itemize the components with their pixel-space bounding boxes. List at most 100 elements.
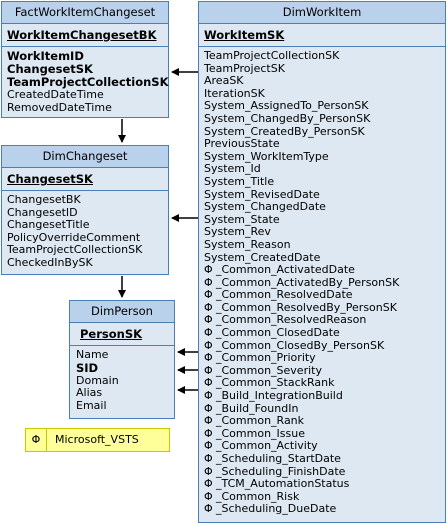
field-name: System_Rev bbox=[204, 225, 271, 239]
field-row: System_Reason bbox=[204, 237, 440, 252]
field-name: _Scheduling_StartDate bbox=[216, 452, 341, 465]
field-name: TeamProjectCollectionSK bbox=[7, 75, 169, 89]
field-row: Φ_Common_StackRank bbox=[204, 377, 440, 390]
field-name: _Common_ClosedBy_PersonSK bbox=[216, 338, 385, 352]
primary-key: PersonSK bbox=[70, 323, 174, 346]
primary-key: ChangesetSK bbox=[2, 168, 168, 191]
field-name: _Common_ResolvedDate bbox=[216, 288, 353, 302]
field-row: Φ_Common_Activity bbox=[204, 440, 440, 453]
field-row: Φ_Common_ResolvedReason bbox=[204, 314, 440, 327]
field-name: System_CreatedBy_PersonSK bbox=[204, 124, 365, 138]
field-row: Φ_Scheduling_DueDate bbox=[204, 503, 440, 516]
field-row: System_ChangedBy_PersonSK bbox=[204, 111, 440, 126]
field-row: ChangesetID bbox=[7, 205, 163, 220]
field-name: Domain bbox=[76, 373, 119, 387]
field-row: IterationSK bbox=[204, 86, 440, 101]
phi-symbol-icon: Φ bbox=[204, 426, 213, 440]
field-name: System_State bbox=[204, 212, 280, 226]
field-row: System_WorkItemType bbox=[204, 149, 440, 164]
field-name: System_WorkItemType bbox=[204, 149, 329, 163]
field-row: System_RevisedDate bbox=[204, 187, 440, 202]
field-name: ChangesetSK bbox=[7, 62, 93, 76]
phi-symbol-icon: Φ bbox=[204, 263, 213, 277]
field-row: WorkItemID bbox=[7, 50, 163, 63]
field-row: TeamProjectSK bbox=[204, 62, 440, 76]
field-row: TeamProjectCollectionSK bbox=[7, 244, 163, 257]
field-row: RemovedDateTime bbox=[7, 101, 163, 115]
phi-symbol-icon: Φ bbox=[204, 275, 213, 289]
field-name: _Common_ClosedDate bbox=[216, 326, 340, 340]
phi-symbol-icon: Φ bbox=[204, 326, 213, 340]
field-row: Φ_Common_ActivatedDate bbox=[204, 263, 440, 277]
table-title: DimChangeset bbox=[2, 146, 168, 168]
field-row: Φ_Common_Priority bbox=[204, 351, 440, 365]
field-name: System_Reason bbox=[204, 237, 291, 251]
phi-symbol-icon: Φ bbox=[204, 502, 213, 516]
field-row: AreaSK bbox=[204, 74, 440, 88]
field-name: System_RevisedDate bbox=[204, 187, 320, 201]
field-name: _Scheduling_FinishDate bbox=[216, 464, 346, 478]
field-name: _Common_ResolvedBy_PersonSK bbox=[216, 300, 397, 314]
field-name: CreatedDateTime bbox=[7, 88, 104, 101]
field-row: Alias bbox=[76, 386, 169, 400]
field-row: Φ_Common_ClosedDate bbox=[204, 326, 440, 340]
field-name: _Common_Activity bbox=[216, 439, 318, 453]
field-name: TeamProjectCollectionSK bbox=[204, 49, 340, 62]
phi-symbol-icon: Φ bbox=[204, 464, 213, 478]
field-name: Name bbox=[76, 348, 109, 361]
phi-symbol-icon: Φ bbox=[204, 477, 213, 491]
phi-symbol-icon: Φ bbox=[204, 439, 213, 453]
field-name: Email bbox=[76, 398, 107, 412]
legend-label: Microsoft_VSTS bbox=[55, 433, 139, 446]
phi-symbol-icon: Φ bbox=[204, 300, 213, 314]
phi-symbol-icon: Φ bbox=[204, 452, 213, 465]
field-name: ChangesetID bbox=[7, 205, 78, 219]
primary-key: WorkItemSK bbox=[199, 24, 445, 47]
field-row: Φ_Common_Issue bbox=[204, 426, 440, 441]
field-row: System_CreatedBy_PersonSK bbox=[204, 124, 440, 139]
phi-symbol-icon: Φ bbox=[204, 313, 213, 327]
field-name: IterationSK bbox=[204, 86, 265, 100]
field-name: System_CreatedDate bbox=[204, 250, 321, 264]
field-row: CheckedInBySK bbox=[7, 256, 163, 270]
field-name: _Common_StackRank bbox=[216, 376, 335, 390]
field-name: ChangesetTitle bbox=[7, 218, 90, 232]
phi-symbol-icon: Φ bbox=[204, 376, 213, 390]
field-row: Φ_Common_Severity bbox=[204, 364, 440, 378]
field-row: ChangesetSK bbox=[7, 63, 163, 76]
field-name: System_Title bbox=[204, 174, 275, 188]
table-dimworkitem: DimWorkItem WorkItemSK TeamProjectCollec… bbox=[198, 1, 446, 523]
phi-symbol-icon: Φ bbox=[204, 414, 213, 428]
phi-symbol-icon: Φ bbox=[204, 389, 213, 403]
field-name: _Common_Rank bbox=[216, 414, 305, 428]
phi-symbol-icon: Φ bbox=[204, 288, 213, 302]
field-name: _Common_ResolvedReason bbox=[216, 313, 367, 327]
field-row: Name bbox=[76, 348, 169, 362]
field-name: PreviousState bbox=[204, 137, 280, 151]
field-row: System_AssignedTo_PersonSK bbox=[204, 100, 440, 113]
field-row: System_CreatedDate bbox=[204, 250, 440, 265]
field-row: Φ_Build_IntegrationBuild bbox=[204, 389, 440, 403]
field-name: _Build_IntegrationBuild bbox=[216, 389, 343, 403]
field-name: SID bbox=[76, 360, 99, 375]
field-name: System_ChangedBy_PersonSK bbox=[204, 111, 371, 125]
phi-symbol-icon: Φ bbox=[204, 338, 213, 352]
field-row: ChangesetTitle bbox=[7, 218, 163, 232]
field-name: AreaSK bbox=[204, 74, 244, 88]
field-row: TeamProjectCollectionSK bbox=[204, 49, 440, 63]
field-row: Φ_Common_ResolvedBy_PersonSK bbox=[204, 300, 440, 315]
phi-symbol-icon: Φ bbox=[204, 489, 213, 503]
field-name: _Build_FoundIn bbox=[216, 401, 299, 415]
field-row: Φ_Common_Rank bbox=[204, 414, 440, 428]
field-name: WorkItemID bbox=[7, 49, 84, 63]
field-row: System_Rev bbox=[204, 226, 440, 239]
field-row: Φ_Common_ClosedBy_PersonSK bbox=[204, 338, 440, 353]
field-name: _Common_Issue bbox=[216, 426, 305, 440]
table-title: DimPerson bbox=[70, 301, 174, 323]
field-name: TeamProjectCollectionSK bbox=[7, 243, 143, 257]
